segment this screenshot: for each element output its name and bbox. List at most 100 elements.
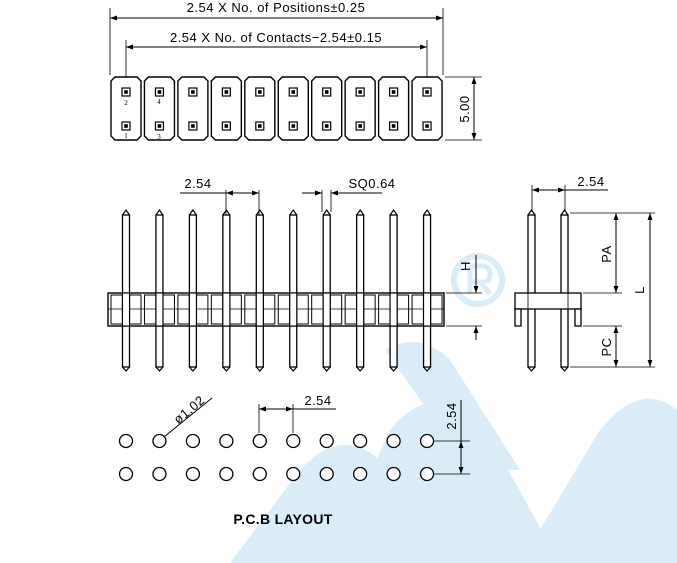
- pin-number-3: 3: [157, 133, 161, 141]
- pcb-hole: [419, 433, 435, 449]
- pin-tip-top: [222, 208, 231, 216]
- pin-tip-bottom: [389, 366, 398, 372]
- pin-center: [425, 124, 429, 128]
- pin-tip-bottom: [155, 366, 164, 372]
- pin-through-housing: [188, 292, 197, 327]
- pin-tip-bottom: [255, 366, 264, 372]
- pin-center: [157, 90, 162, 94]
- pin-number-1: 1: [124, 132, 128, 140]
- pin-tip-top: [122, 208, 130, 216]
- housing-block: [411, 76, 443, 141]
- pin-center: [425, 90, 429, 94]
- label-pa: PA: [599, 245, 614, 262]
- pin-tip-bottom: [289, 366, 298, 372]
- pin-tip-bottom: [423, 366, 432, 372]
- housing-block: [177, 76, 209, 141]
- front-pin: [121, 214, 131, 368]
- pin-center: [258, 124, 262, 128]
- pcb-hole: [219, 466, 234, 482]
- pin-center: [291, 90, 296, 94]
- housing-block: [210, 76, 243, 141]
- side-view: 2.54 PA PC L: [514, 174, 655, 372]
- pcb-hole: [286, 433, 301, 449]
- pin-through-housing: [422, 292, 432, 327]
- top-view: 2.54 X No. of Positions±0.25 2.54 X No. …: [109, 0, 482, 141]
- pcb-hole: [319, 433, 334, 449]
- pin-center: [191, 124, 195, 128]
- front-pin: [222, 214, 231, 368]
- front-pin: [389, 214, 398, 368]
- front-view: 2.54 SQ0.64 H: [107, 176, 482, 372]
- housing-block: [377, 76, 410, 141]
- housing-block: [244, 76, 276, 141]
- front-pin: [355, 214, 365, 368]
- pin-center: [258, 90, 262, 94]
- pin-tip-top: [155, 208, 164, 216]
- pcb-hole: [152, 466, 167, 482]
- pin-center: [324, 90, 329, 94]
- pin-through-housing: [121, 292, 131, 327]
- dim-square: SQ0.64: [348, 176, 395, 191]
- front-pin: [255, 214, 264, 368]
- pin-center: [124, 124, 128, 128]
- pcb-hole: [185, 466, 201, 482]
- dim-positions: 2.54 X No. of Positions±0.25: [187, 0, 366, 15]
- housing-block: [143, 76, 176, 141]
- housing-block: [344, 76, 376, 141]
- dim-diameter: ø1.02: [171, 392, 208, 426]
- pin-center: [358, 124, 362, 128]
- dim-contacts: 2.54 X No. of Contacts−2.54±0.15: [170, 30, 382, 45]
- front-pin: [289, 214, 298, 368]
- pcb-hole: [118, 466, 134, 482]
- dim-h: H: [458, 261, 473, 271]
- pin-tip-bottom: [222, 366, 231, 372]
- pin-tip-top: [289, 208, 298, 216]
- housing-block: [311, 76, 343, 141]
- housing-block: [277, 76, 309, 141]
- front-housing: [107, 292, 445, 327]
- pcb-hole: [252, 466, 267, 482]
- dim-pitch-front: 2.54: [184, 176, 211, 191]
- pin-tip-bottom: [122, 366, 130, 372]
- pin-tip-top: [188, 208, 197, 216]
- pin-center: [124, 90, 128, 94]
- pin-through-housing: [322, 292, 331, 327]
- front-pin: [322, 214, 331, 368]
- pin-tip-top: [423, 208, 432, 216]
- pcb-hole: [386, 433, 401, 449]
- pin-center: [191, 90, 195, 94]
- housing-block: [110, 76, 142, 141]
- pin-center: [391, 124, 396, 128]
- pin-through-housing: [255, 292, 264, 327]
- dim-pitch-pcb-v: 2.54: [444, 402, 459, 429]
- front-pin: [155, 214, 164, 368]
- pin-center: [224, 124, 229, 128]
- pin-tip-bottom: [322, 366, 331, 372]
- dim-pitch-side: 2.54: [577, 174, 604, 189]
- pin-tip-top: [389, 208, 398, 216]
- pin-tip-bottom: [356, 366, 365, 372]
- label-l: L: [632, 286, 647, 294]
- front-pin: [422, 214, 432, 368]
- pin-tip-top: [356, 208, 365, 216]
- pin-center: [157, 124, 162, 128]
- pin-tip-bottom: [188, 366, 197, 372]
- pcb-hole: [352, 466, 368, 482]
- dim-pitch-pcb-h: 2.54: [304, 393, 331, 408]
- label-pc: PC: [599, 337, 614, 356]
- pcb-hole: [219, 433, 234, 449]
- pcb-hole: [118, 433, 134, 449]
- pin-center: [224, 90, 229, 94]
- pcb-hole: [319, 466, 334, 482]
- pin-through-housing: [389, 292, 398, 327]
- pcb-hole: [185, 433, 201, 449]
- pin-through-housing: [155, 292, 164, 327]
- pcb-hole: [386, 466, 401, 482]
- pcb-layout-title: P.C.B LAYOUT: [233, 511, 332, 527]
- pin-number-4: 4: [157, 98, 161, 106]
- pcb-hole: [352, 433, 368, 449]
- pin-tip-top: [322, 208, 331, 216]
- pcb-hole: [419, 466, 435, 482]
- pin-number-2: 2: [124, 99, 128, 107]
